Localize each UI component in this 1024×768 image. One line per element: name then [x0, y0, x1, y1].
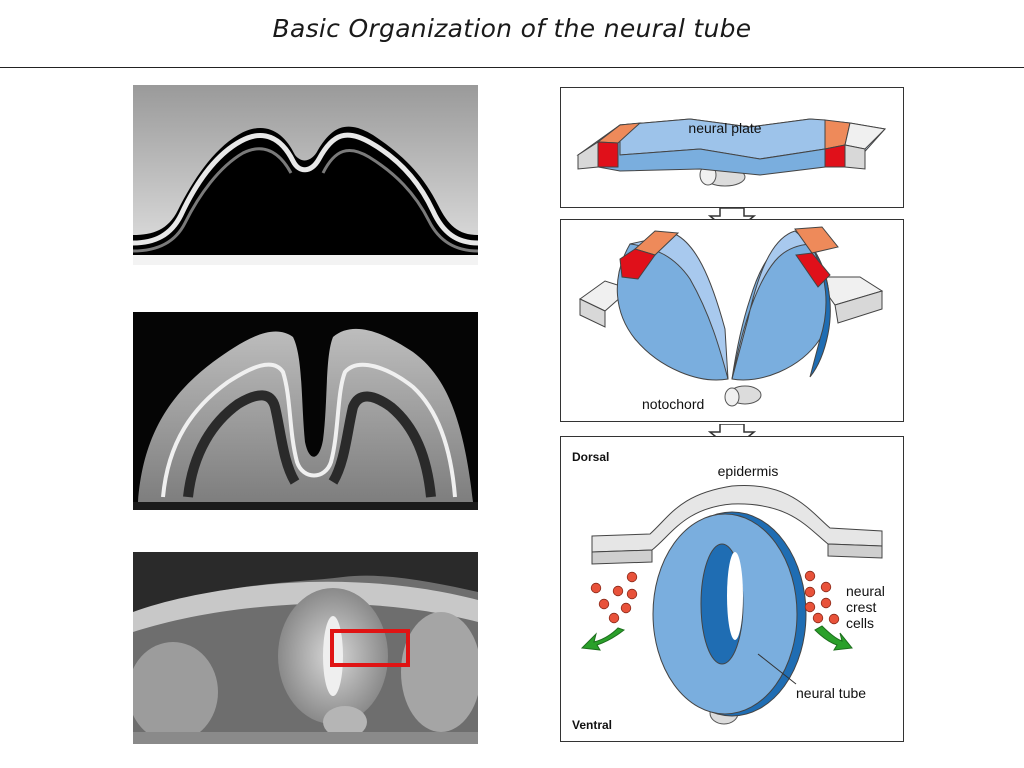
neural-crest-label-line3: cells [846, 615, 874, 631]
migration-arrow-right-icon [814, 625, 853, 651]
notochord-label: notochord [642, 396, 704, 412]
dorsal-label: Dorsal [572, 450, 609, 464]
sem-image-neural-plate [133, 85, 478, 265]
slide-title: Basic Organization of the neural tube [272, 14, 752, 43]
sem-image-neural-folds [133, 312, 478, 510]
neural-plate-label: neural plate [688, 120, 761, 136]
neural-tube-diagram: Dorsal Ventral epidermis neural crest ce… [572, 450, 885, 732]
neural-tube-label: neural tube [796, 685, 866, 701]
sem-image-neural-tube [133, 552, 478, 744]
neural-plate-diagram: neural plate [576, 118, 887, 187]
neural-folds-diagram: notochord [579, 226, 884, 412]
neural-crest-label-line1: neural [846, 583, 885, 599]
migration-arrow-left-icon [580, 627, 626, 651]
ventral-label: Ventral [572, 718, 612, 732]
title-divider [0, 67, 1024, 68]
neural-crest-label-line2: crest [846, 599, 876, 615]
epidermis-label: epidermis [718, 463, 779, 479]
neural-crest-cells-right [804, 570, 840, 625]
neural-crest-cells-left [590, 571, 638, 624]
highlight-box [330, 629, 410, 667]
